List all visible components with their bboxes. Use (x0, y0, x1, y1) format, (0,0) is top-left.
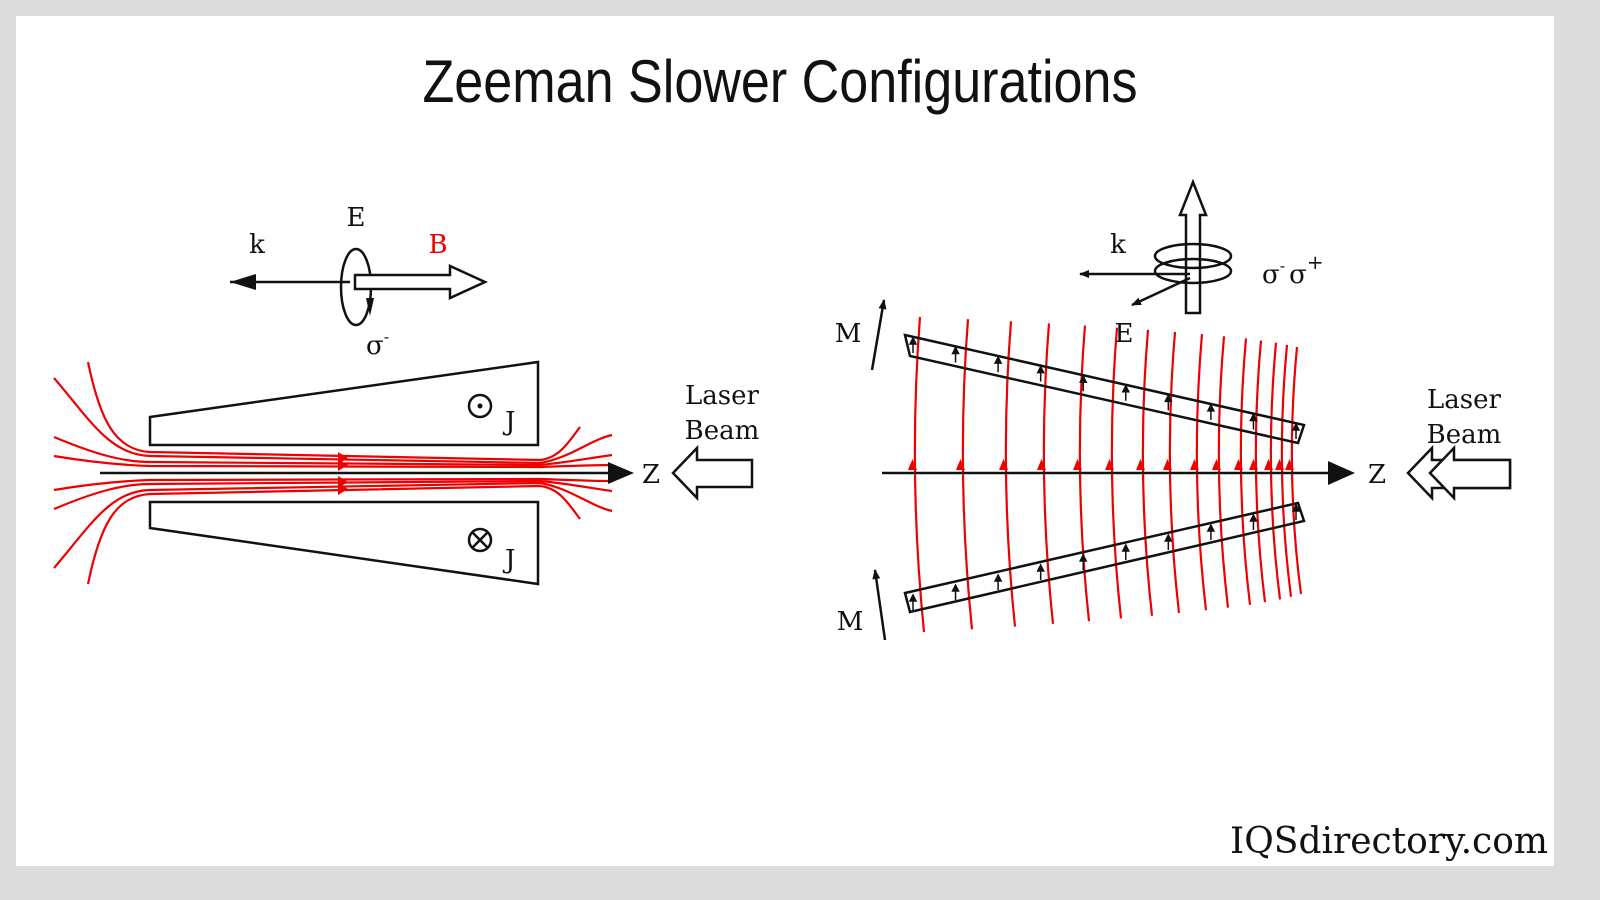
field-arrow-icon (1163, 459, 1172, 470)
moment-arrow-icon (1036, 364, 1045, 382)
moment-arrow-icon (908, 593, 918, 610)
z-arrowhead-icon (608, 462, 634, 484)
current-out-icon (467, 393, 493, 419)
field-arrow-icons (338, 452, 348, 495)
j-label-top: J (502, 407, 515, 437)
rotation-arrow-icon (366, 298, 374, 316)
b-field-arrow (353, 264, 489, 300)
moment-arrow-icon (951, 345, 960, 363)
z-label-right: Z (1368, 460, 1386, 490)
moment-arrow-icon (993, 573, 1003, 590)
k-label-right: k (1110, 230, 1126, 260)
field-arrow-icon (908, 459, 917, 470)
field-arrow-icon (1105, 459, 1114, 470)
field-arrow-icon (1190, 459, 1199, 470)
k-arrowhead-icon (230, 274, 256, 290)
m-arrow-bottom (872, 569, 887, 641)
field-arrow-icon (1037, 459, 1046, 470)
polarization-ring-top (1153, 242, 1233, 270)
left-diagram: E k B σ- J J Z Laser (53, 203, 760, 586)
moment-arrow-icon (1121, 384, 1130, 401)
moment-arrow-icon (1036, 563, 1045, 580)
page-title: Zeeman Slower Configurations (423, 48, 1138, 115)
moment-arrow-icon (1249, 513, 1258, 530)
moment-arrow-icon (1121, 543, 1130, 560)
moment-arrow-icon (1291, 503, 1301, 520)
b-label: B (428, 230, 447, 260)
moment-arrow-icon (993, 355, 1003, 373)
moment-arrow-icon (1164, 393, 1173, 411)
laser-label-left-1: Laser (685, 381, 759, 411)
moment-arrow-icon (1249, 412, 1258, 430)
k-label: k (249, 230, 265, 260)
moment-arrow-icon (1079, 374, 1088, 392)
moment-arrow-icon (951, 583, 960, 600)
field-arrow-icon (1249, 459, 1258, 470)
panel (16, 16, 1554, 866)
magnetic-moment-arrows (908, 336, 1301, 610)
laser-label-right-2: Beam (1427, 420, 1502, 450)
upper-coil (148, 360, 540, 447)
e-label-right: E (1115, 319, 1134, 349)
m-label-bottom: M (837, 607, 864, 637)
field-arrow-icon (999, 459, 1008, 470)
laser-label-left-2: Beam (685, 416, 760, 446)
lower-magnet-bar (903, 501, 1306, 614)
sigma-labels: σ-σ+ (1262, 250, 1324, 290)
e-arrow-right (1131, 276, 1191, 307)
field-arrow-icon (1136, 459, 1145, 470)
e-label: E (347, 203, 366, 233)
moment-arrow-icon (1206, 403, 1216, 420)
current-in-icon (467, 527, 493, 553)
moment-arrow-icon (1291, 422, 1301, 439)
lower-coil (148, 500, 540, 586)
right-polarization: k E σ-σ+ (1079, 178, 1324, 349)
field-arrow-icon (956, 459, 965, 470)
field-arrow-icon (1275, 459, 1284, 470)
m-arrow-top (870, 299, 887, 371)
j-label-bottom: J (502, 545, 515, 575)
left-polarization: E k B σ- (230, 203, 489, 361)
iqs-logo: IQSdirectory.com (1230, 821, 1548, 862)
moment-arrow-icon (1164, 533, 1173, 550)
laser-beam-arrow-right (1428, 444, 1512, 502)
laser-label-right-1: Laser (1427, 385, 1501, 415)
field-arrow-icon (1073, 459, 1082, 470)
polarization-ring-bottom (1153, 257, 1233, 285)
right-diagram: Z Laser Beam k E σ-σ+ M M (835, 178, 1512, 641)
moment-arrow-icon (1079, 553, 1088, 570)
z-arrowhead-right-icon (1328, 461, 1355, 485)
m-label-top: M (835, 319, 862, 349)
field-arrow-icon (1264, 459, 1273, 470)
upper-magnet-bar (903, 333, 1306, 445)
laser-beam-arrow-left (671, 444, 754, 502)
z-label-left: Z (642, 460, 660, 490)
field-arrow-icon (1234, 459, 1243, 470)
moment-arrow-icon (1206, 523, 1216, 540)
field-arrow-icon (1212, 459, 1221, 470)
field-lines-left (53, 361, 613, 585)
moment-arrow-icon (908, 336, 918, 353)
field-arrow-icon (1285, 459, 1294, 470)
sigma-minus-label: σ- (366, 327, 389, 361)
